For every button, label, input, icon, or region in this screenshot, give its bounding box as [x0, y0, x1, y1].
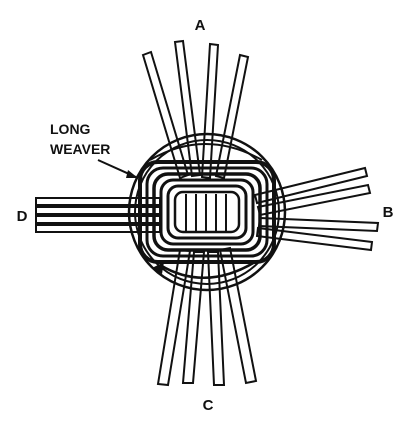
- weave-layer-2: [145, 166, 269, 258]
- weaver-ring-top-loop: [149, 143, 263, 161]
- long-weaver-ring: [127, 132, 287, 292]
- weave-layer-5: [166, 184, 248, 240]
- weave-layer-4: [159, 178, 255, 246]
- spokes-bottom: [156, 246, 258, 387]
- weaver-ring-outer: [127, 132, 287, 292]
- label-long-weaver-line2: WEAVER: [50, 141, 110, 157]
- spoke-top-3: [200, 42, 220, 180]
- weave-layer-3: [152, 172, 262, 252]
- label-bottom-c: C: [203, 397, 214, 414]
- weaver-ring-inner: [134, 139, 280, 285]
- spoke-right-4: [255, 226, 374, 252]
- label-top-a: A: [195, 17, 206, 34]
- weave-layer-1: [138, 160, 276, 264]
- spoke-bottom-3: [206, 251, 226, 386]
- weaver-direction-arrow-icon: [152, 262, 164, 274]
- label-long-weaver-line1: LONG: [50, 121, 91, 137]
- label-left-d: D: [17, 208, 28, 225]
- long-weaver-pointer: [97, 159, 139, 179]
- woven-square-center: [138, 160, 276, 264]
- weaver-ring-bottom-loop: [159, 260, 256, 280]
- pointer-arrow-icon: [126, 170, 138, 178]
- spoke-bottom-2: [181, 251, 206, 384]
- spoke-top-4: [214, 53, 250, 180]
- spokes-left: [35, 197, 161, 233]
- label-right-b: B: [383, 204, 394, 221]
